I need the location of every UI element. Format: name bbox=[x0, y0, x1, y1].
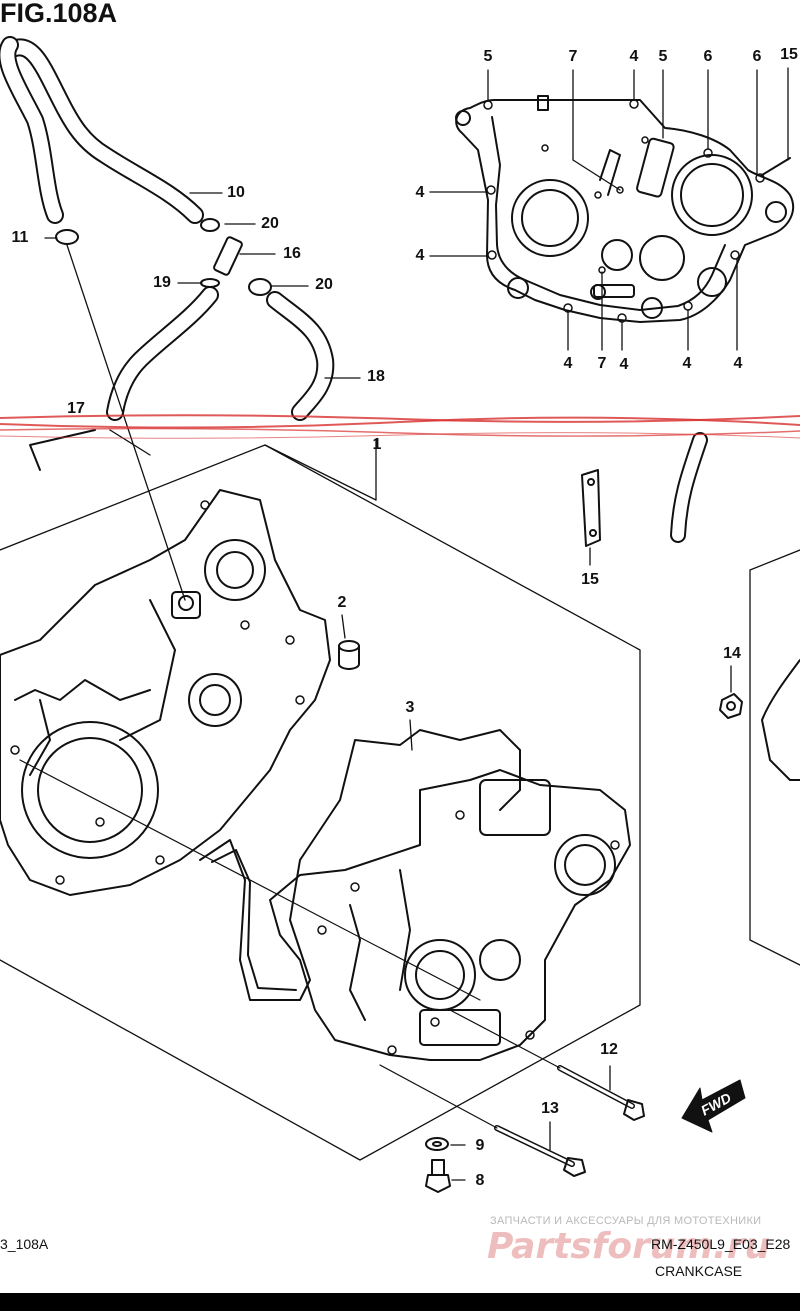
callout-5a: 5 bbox=[483, 48, 493, 65]
bolt-12 bbox=[449, 1009, 645, 1121]
bottom-bar bbox=[0, 1293, 800, 1311]
callout-9: 9 bbox=[475, 1137, 485, 1154]
bracket-15 bbox=[581, 469, 601, 566]
callout-5b: 5 bbox=[658, 48, 668, 65]
callout-4f: 4 bbox=[682, 355, 692, 372]
fwd-arrow bbox=[681, 1079, 746, 1133]
callout-4d: 4 bbox=[563, 355, 573, 372]
clamp-19 bbox=[200, 278, 220, 288]
model-code: RM-Z450L9_E03_E28 bbox=[651, 1236, 791, 1252]
dowel-pin-2 bbox=[338, 614, 360, 670]
gasket-3 bbox=[199, 719, 521, 1001]
callout-4e: 4 bbox=[619, 356, 629, 373]
callout-7b: 7 bbox=[597, 355, 607, 372]
bolt-8 bbox=[425, 1159, 466, 1193]
callout-3: 3 bbox=[405, 699, 415, 716]
figure-code-left: 3_108A bbox=[0, 1236, 49, 1252]
callout-14: 14 bbox=[723, 645, 741, 662]
callout-2: 2 bbox=[337, 594, 347, 611]
callout-16: 16 bbox=[283, 245, 301, 262]
callout-19: 19 bbox=[153, 274, 171, 291]
callout-20: 20 bbox=[261, 215, 279, 232]
callout-13: 13 bbox=[541, 1100, 559, 1117]
clamp-20a bbox=[200, 218, 220, 232]
joint-16 bbox=[213, 236, 243, 276]
clamp-20b bbox=[248, 278, 272, 296]
callout-18: 18 bbox=[367, 368, 385, 385]
callout-4c: 4 bbox=[415, 247, 425, 264]
callout-4a: 4 bbox=[629, 48, 639, 65]
callout-4b: 4 bbox=[415, 184, 425, 201]
callout-4g: 4 bbox=[733, 355, 743, 372]
callout-7a: 7 bbox=[568, 48, 578, 65]
callout-15a: 15 bbox=[780, 46, 798, 63]
crankcase-top-view bbox=[455, 95, 795, 323]
bolt-13 bbox=[379, 1064, 586, 1177]
figure-title: FIG.108A bbox=[0, 0, 118, 28]
section-name: CRANKCASE bbox=[655, 1263, 743, 1279]
callout-17: 17 bbox=[67, 400, 85, 417]
right-crankcase-half bbox=[269, 769, 631, 1061]
leaders-top-left bbox=[44, 192, 361, 601]
callout-1: 1 bbox=[372, 436, 382, 453]
leaders-top-right bbox=[429, 67, 789, 351]
callout-6b: 6 bbox=[752, 48, 762, 65]
callout-6a: 6 bbox=[703, 48, 713, 65]
callout-11: 11 bbox=[11, 229, 29, 246]
callout-15b: 15 bbox=[581, 571, 599, 588]
watermark-tagline: ЗАПЧАСТИ И АКСЕССУАРЫ ДЛЯ МОТОТЕХНИКИ bbox=[490, 1215, 762, 1227]
clamp-11 bbox=[55, 229, 79, 245]
callout-10: 10 bbox=[227, 184, 245, 201]
tear-line bbox=[0, 414, 800, 439]
callout-12: 12 bbox=[600, 1041, 618, 1058]
callout-20b: 20 bbox=[315, 276, 333, 293]
left-crankcase-half bbox=[0, 489, 331, 896]
watermark-logo: Partsforum.ru bbox=[487, 1226, 771, 1267]
washer-9 bbox=[425, 1137, 466, 1151]
callout-8: 8 bbox=[475, 1172, 485, 1189]
breather-hose-group bbox=[0, 36, 335, 471]
assembly-frame bbox=[0, 439, 641, 1161]
nut-14 bbox=[719, 665, 743, 719]
